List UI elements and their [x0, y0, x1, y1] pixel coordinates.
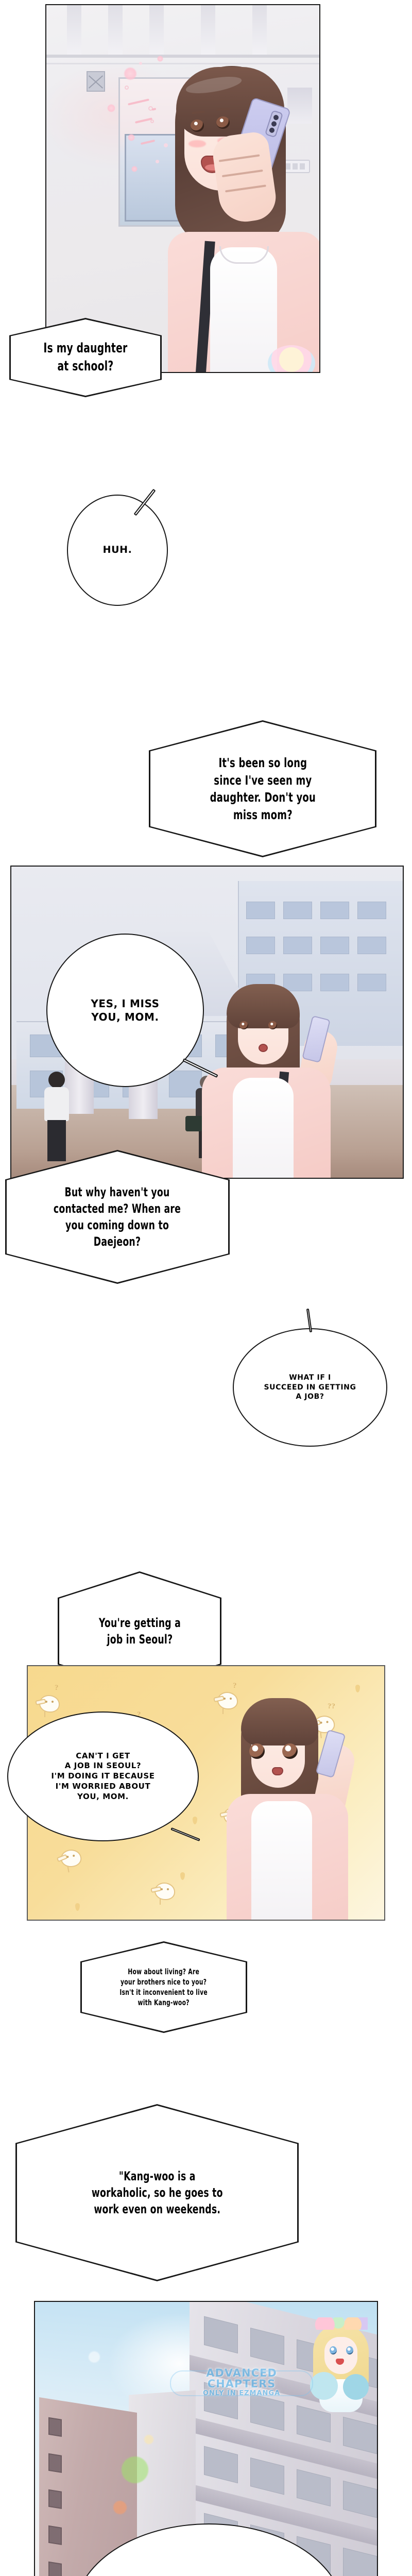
- wall-column: [201, 5, 215, 55]
- sparkle-ring-icon: [150, 120, 154, 123]
- chick-icon: [154, 1883, 175, 1905]
- bubble-its-been-so-long: It's been so long since I've seen my dau…: [149, 720, 376, 857]
- chick-icon: [39, 1695, 60, 1717]
- bubble-kang-woo-is-a-workaholic: "Kang-woo is a workaholic, so he goes to…: [15, 2104, 299, 2281]
- sparkle-dot-icon: [156, 160, 159, 163]
- lens-flare: [89, 2351, 100, 2363]
- sparkle-dot-icon: [139, 62, 142, 65]
- bubble-huh: HUH.: [67, 495, 168, 606]
- wall-column: [252, 5, 267, 55]
- sweat-drop-icon: [355, 1685, 360, 1692]
- wall-column: [108, 5, 123, 55]
- bubble-how-about-living: How about living? Are your brothers nice…: [80, 1941, 247, 2033]
- character-mouth: [272, 1767, 283, 1775]
- background-student: [42, 1072, 71, 1164]
- bubble-yes-i-miss-you-mom: YES, I MISS YOU, MOM.: [46, 934, 204, 1087]
- character-eye: [282, 1743, 298, 1759]
- chick-icon: [59, 1848, 83, 1869]
- character-shirt: [233, 1078, 294, 1178]
- lens-flare: [113, 2501, 127, 2514]
- sparkle-petal-icon: [106, 103, 117, 114]
- plush-toy-icon: [310, 2372, 338, 2400]
- panel-girl-on-phone-indoor: ADVANCED CHAPTERS ONLY IN EZMANGA: [45, 4, 320, 373]
- panel-office-building-sky: ADVANCED CHAPTERS ONLY IN EZMANGA: [34, 2301, 378, 2576]
- character-eye: [249, 1743, 265, 1759]
- bubble-what-if-i-succeed-in-getting-a-job: WHAT IF I SUCCEED IN GETTING A JOB?: [233, 1328, 387, 1447]
- chick-icon: [217, 1692, 238, 1714]
- character-shirt: [251, 1801, 312, 1920]
- sweat-drop-icon: [180, 1872, 185, 1880]
- wall-trim: [46, 63, 319, 64]
- chibi-sticker: [307, 2314, 374, 2412]
- character-mouth: [259, 1044, 268, 1052]
- sparkle-dot-icon: [164, 143, 168, 147]
- sweat-drop-icon: [193, 1817, 197, 1824]
- character-bangs: [227, 984, 300, 1028]
- sparkle-ring-icon: [125, 86, 129, 90]
- bubble-cant-i-get-a-job-in-seoul: CAN'T I GET A JOB IN SEOUL? I'M DOING IT…: [7, 1711, 199, 1841]
- wall-column: [149, 5, 164, 55]
- character-eye: [191, 120, 204, 132]
- wall-trim: [46, 55, 319, 58]
- character-badge: [268, 345, 315, 372]
- sweat-drop-icon: [75, 1903, 80, 1911]
- character-eye: [239, 1021, 248, 1029]
- lens-flare: [122, 2456, 148, 2483]
- phone-camera-icon: [264, 110, 284, 138]
- character-eye: [216, 116, 230, 129]
- flower-crown-icon: [314, 2317, 368, 2330]
- character-bangs: [241, 1698, 318, 1745]
- plush-toy-icon: [343, 2374, 369, 2400]
- character-shirt: [210, 247, 277, 372]
- character-eye: [268, 1021, 277, 1029]
- bubble-but-why-havent-you-contacted-me: But why haven't you contacted me? When a…: [5, 1150, 230, 1284]
- bubble-is-my-daughter-at-school: Is my daughter at school?: [9, 318, 162, 397]
- wall-fixture-icon: [87, 71, 105, 92]
- character-blush: [188, 140, 206, 147]
- wall-column: [67, 5, 81, 55]
- lens-flare: [144, 2435, 153, 2444]
- wall-fixture: [287, 88, 312, 124]
